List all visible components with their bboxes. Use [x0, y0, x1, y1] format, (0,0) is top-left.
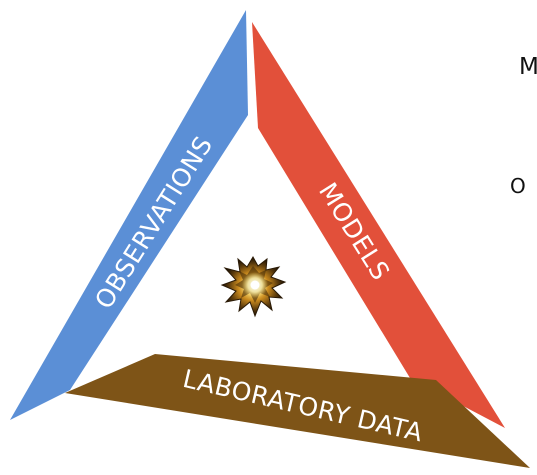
supernova-explosion-icon [222, 257, 285, 316]
observations-label: OBSERVATIONS [89, 131, 218, 314]
right-edge-text-upper: M [519, 54, 537, 80]
right-edge-text-lower: O [510, 174, 526, 198]
observations-band [10, 10, 248, 420]
